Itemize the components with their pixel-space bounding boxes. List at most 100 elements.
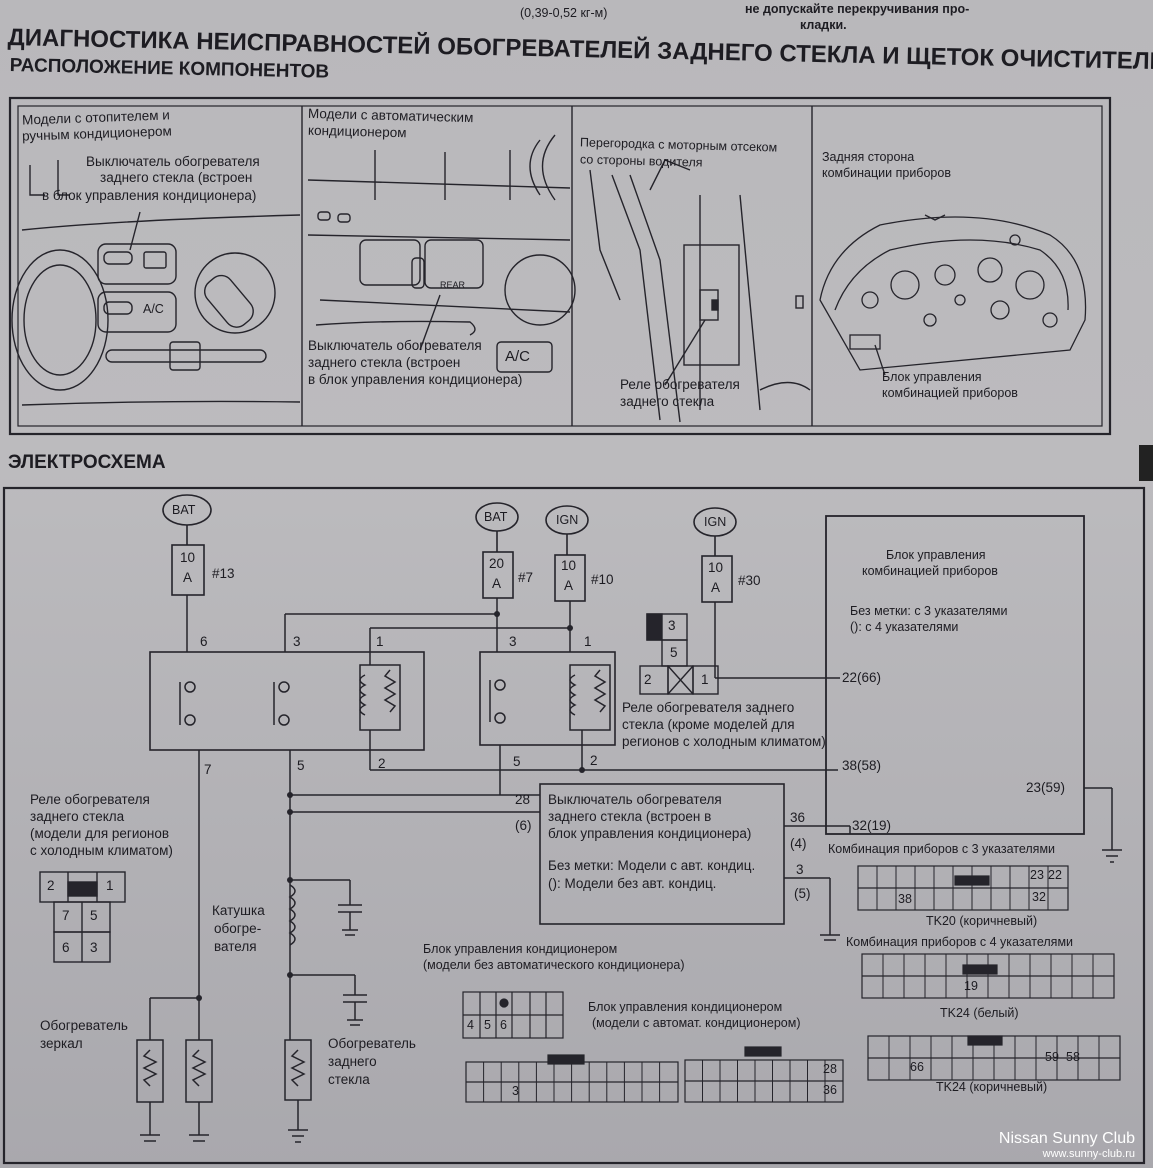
fuse-13 [171, 544, 205, 596]
rc-left-pin2: 2 [47, 878, 55, 893]
panel4-callout-l2: комбинацией приборов [882, 386, 1018, 400]
relay1-box [149, 651, 425, 751]
relay-connector-right [639, 613, 719, 695]
cu-pin-32: 32(19) [852, 818, 892, 833]
rc-right-pin3: 3 [668, 618, 676, 633]
combi3-title: Комбинация приборов с 3 указателями [828, 842, 1056, 856]
relay-right-title-l2: стекла (кроме моделей для [622, 717, 795, 732]
switch-note-l1: Без метки: Модели с авт. кондиц. [548, 858, 756, 873]
rear-heater-l3: стекла [328, 1072, 370, 1087]
combi4a-pin19: 19 [964, 979, 978, 993]
panel4-title-l2: комбинации приборов [822, 166, 951, 180]
rear-heater-l1: Обогреватель [328, 1036, 416, 1051]
r1-pin1: 1 [376, 634, 384, 649]
cluster-unit-note-l2: (): с 4 указателями [850, 620, 959, 634]
top-note-line2: кладки. [800, 18, 847, 32]
mirror-heater-l1: Обогреватель [40, 1018, 128, 1033]
fuse13-unit: A [183, 570, 193, 585]
r1-pin5: 5 [297, 758, 305, 773]
combi3-pin32: 32 [1032, 890, 1046, 904]
cu-pin-38: 38(58) [842, 758, 882, 773]
fuse7-unit: A [492, 576, 502, 591]
switch-title-l2: заднего стекла (встроен в [548, 809, 712, 824]
sw-pin-5: (5) [794, 886, 811, 901]
r2-pin3: 3 [509, 634, 517, 649]
ac-auto-pin28: 28 [823, 1062, 837, 1076]
relay-connector-left [39, 871, 126, 963]
panel1-sketch [11, 160, 301, 406]
switch-note-l2: (): Модели без авт. кондиц. [548, 876, 717, 891]
fuse-30 [701, 555, 733, 603]
fuse30-number: #30 [738, 573, 761, 588]
bat1-label: BAT [172, 503, 196, 517]
cluster-unit-title-l2: комбинацией приборов [862, 564, 998, 578]
r2-pin1: 1 [584, 634, 592, 649]
coil-label-l2: обогре- [214, 921, 262, 936]
panel1-callout-l1: Выключатель обогревателя [86, 154, 260, 169]
panel2-callout-l1: Выключатель обогревателя [308, 338, 482, 353]
fuse30-unit: A [711, 580, 721, 595]
cu-pin-22: 22(66) [842, 670, 882, 685]
watermark: Nissan Sunny Club www.sunny-club.ru [999, 1130, 1135, 1160]
bat2-label: BAT [484, 510, 508, 524]
r1-pin3: 3 [293, 634, 301, 649]
cu-pin-23: 23(59) [1026, 780, 1066, 795]
components-inner-frame [17, 105, 1103, 427]
combi4a-code: TK24 (белый) [940, 1006, 1019, 1020]
panel2-ac-button-label: A/C [505, 348, 531, 365]
combi4b-pin59: 59 [1045, 1050, 1059, 1064]
watermark-url: www.sunny-club.ru [1042, 1148, 1135, 1160]
coil-label-l1: Катушка [212, 903, 265, 918]
r1-pin6: 6 [200, 634, 208, 649]
combi4b-pin58: 58 [1066, 1050, 1080, 1064]
ac-manual-pin5: 5 [484, 1018, 491, 1032]
watermark-name: Nissan Sunny Club [998, 1130, 1135, 1147]
combi3-pin23: 23 [1030, 868, 1044, 882]
panel3-callout-l1: Реле обогревателя [620, 377, 740, 392]
panel2-sketch [307, 134, 576, 373]
fuse13-number: #13 [212, 566, 235, 581]
panel2-callout-l2: заднего стекла (встроен [308, 355, 461, 370]
components-frame [8, 96, 1112, 436]
rc-left-pin7: 7 [62, 908, 70, 923]
combi3-pin22: 22 [1048, 868, 1062, 882]
rc-right-pin1: 1 [701, 672, 709, 687]
relay-left-title-l1: Реле обогревателя [30, 792, 150, 807]
combi4-title: Комбинация приборов с 4 указателями [846, 935, 1074, 949]
rc-left-pin3: 3 [90, 940, 98, 955]
panel3-callout-l2: заднего стекла [620, 394, 715, 409]
sw-pin-6: (6) [515, 818, 532, 833]
fuse10-number: #10 [591, 572, 614, 587]
rc-left-pin5: 5 [90, 908, 98, 923]
coil-label-l3: вателя [214, 939, 257, 954]
ac-manual-pin6: 6 [500, 1018, 507, 1032]
rc-right-pin5: 5 [670, 645, 678, 660]
sw-pin-3: 3 [796, 862, 804, 877]
fuse-7 [482, 551, 514, 599]
ac-manual-title-l2: (модели без автоматического кондиционера… [423, 958, 685, 972]
relay-right-title-l1: Реле обогревателя заднего [622, 700, 795, 715]
rc-left-pin6: 6 [62, 940, 70, 955]
panel1-callout-l2: заднего стекла (встроен [100, 170, 253, 185]
panel2-rear-button-label: REAR [440, 280, 466, 290]
cluster-unit-box [825, 515, 1085, 835]
relay-left-title-l3: (модели для регионов [30, 826, 170, 841]
combi4b-pin66: 66 [910, 1060, 924, 1074]
relay-left-title-l4: с холодным климатом) [30, 843, 173, 858]
ac-manual-title-l1: Блок управления кондиционером [423, 942, 618, 956]
relay-right-title-l3: регионов с холодным климатом) [622, 734, 826, 749]
panel1-callout-l3: в блок управления кондиционера) [42, 188, 257, 203]
panel1-ac-button-label: A/C [143, 302, 164, 316]
switch-block-box [539, 783, 785, 925]
r1-pin2: 2 [378, 756, 386, 771]
panel4-sketch [819, 214, 1087, 376]
sw-pin-4: (4) [790, 836, 807, 851]
panel3-sketch [589, 159, 811, 423]
sw-pin-36: 36 [790, 810, 806, 825]
ac-auto-pin36: 36 [823, 1083, 837, 1097]
cluster-unit-title-l1: Блок управления [886, 548, 986, 562]
combi4b-code: TK24 (коричневый) [936, 1080, 1048, 1094]
relay2-box [479, 651, 616, 746]
ac-auto-title-l1: Блок управления кондиционером [588, 1000, 783, 1014]
